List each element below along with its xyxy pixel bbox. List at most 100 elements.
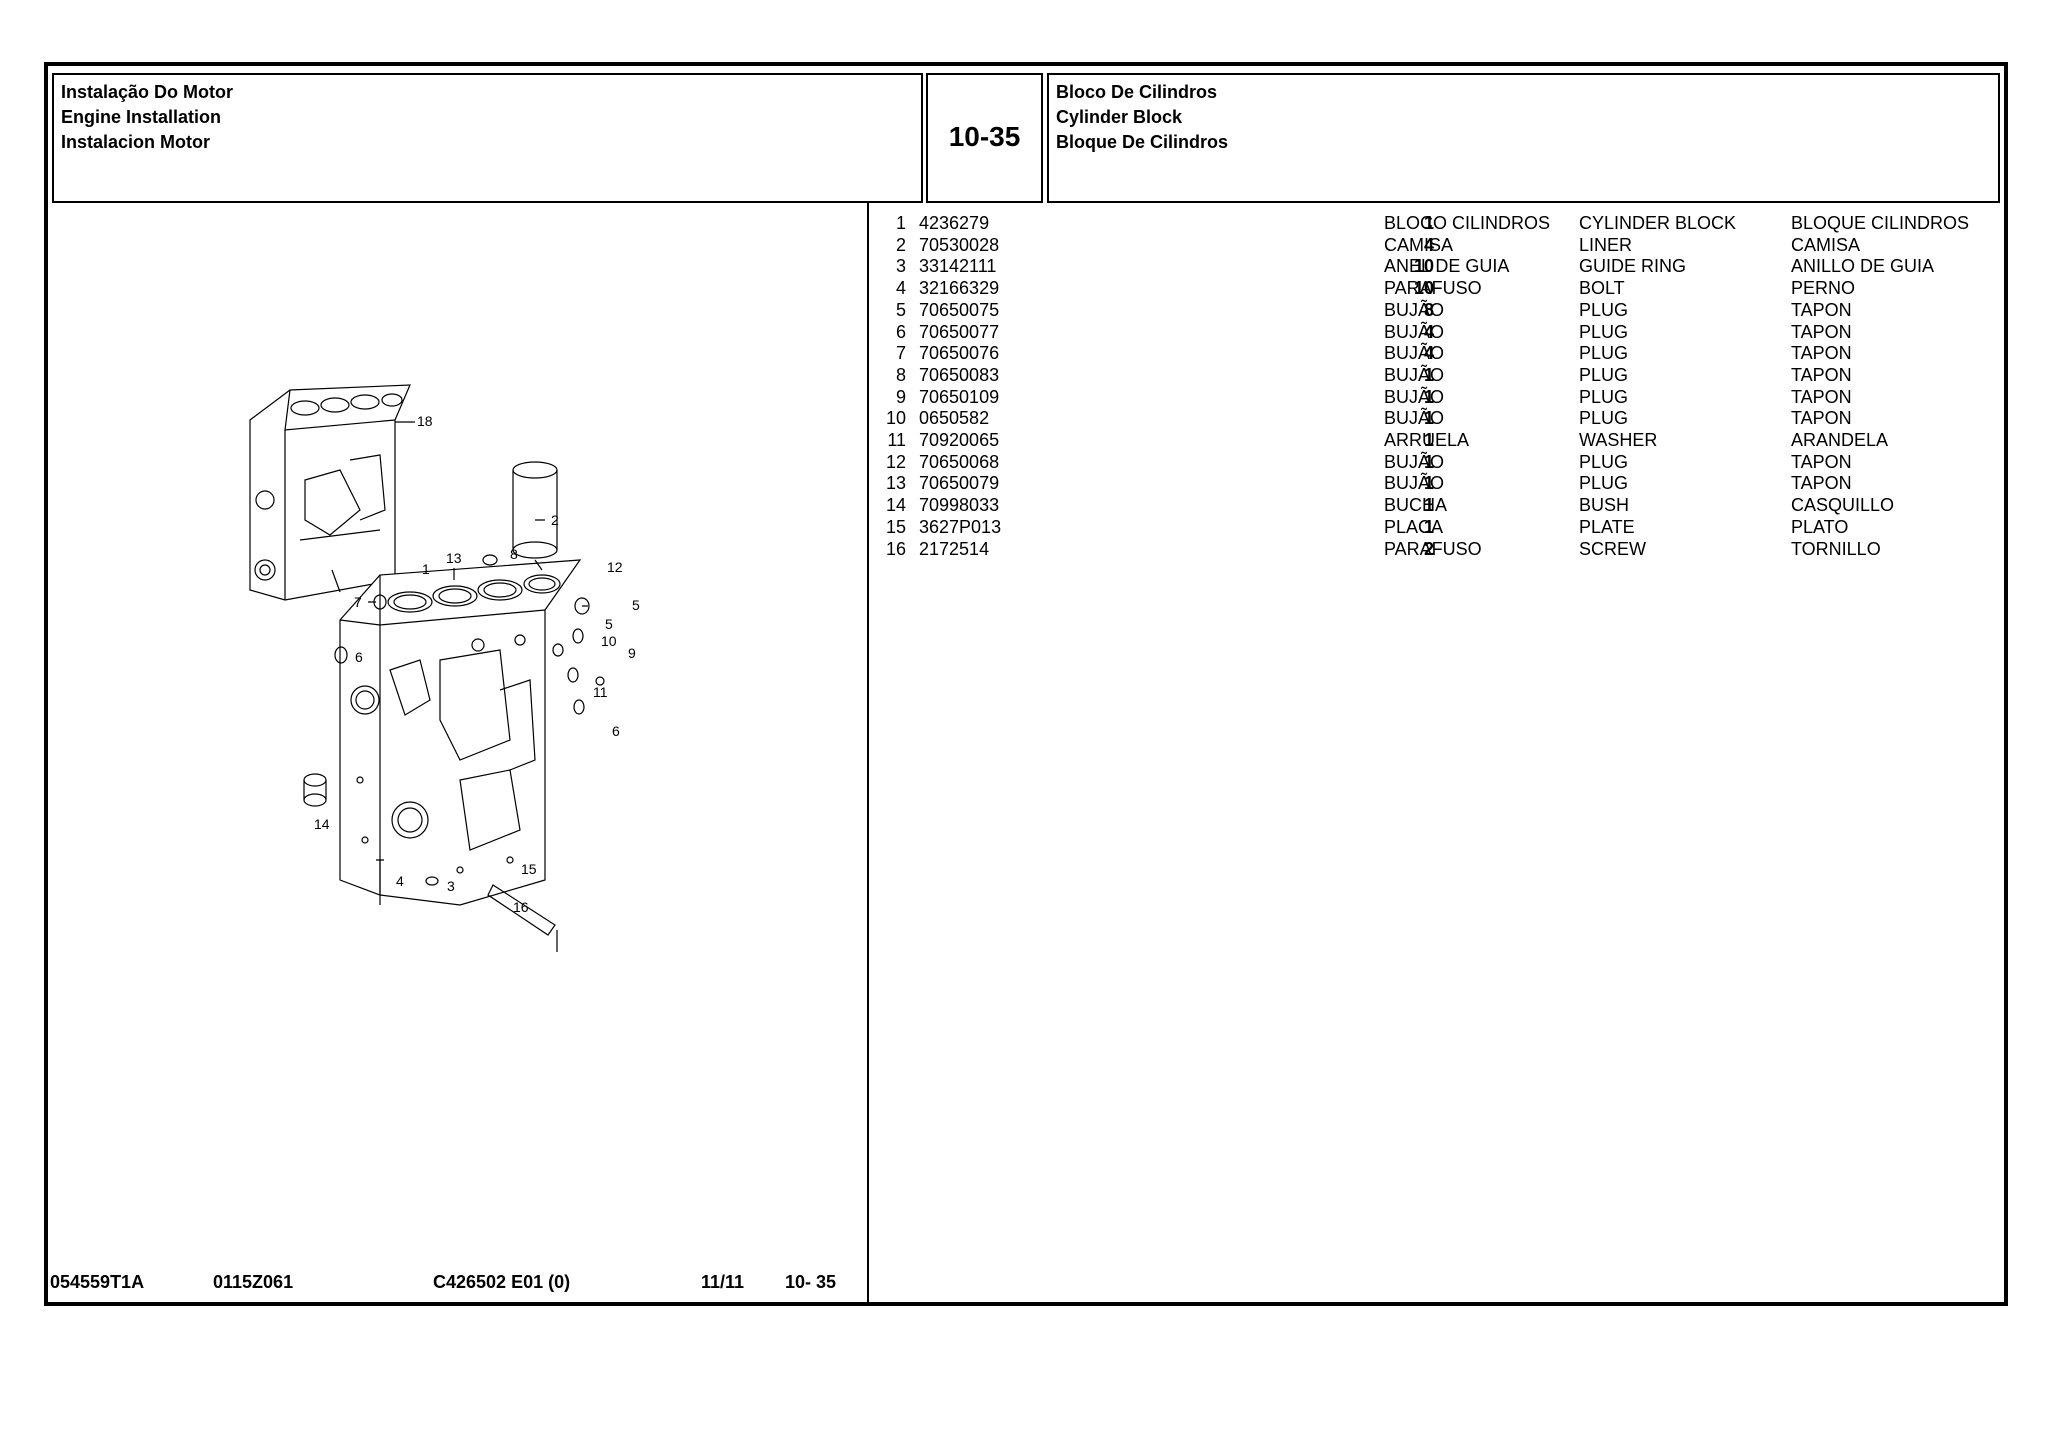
parts-row: 4 32166329 10 PARAFUSO BOLT PERNO	[884, 278, 1994, 300]
description-en: BOLT	[1579, 278, 1625, 299]
description-pt: PARAFUSO	[1384, 278, 1482, 299]
callout-15: 15	[521, 861, 537, 877]
group-title-es: Bloque De Cilindros	[1056, 132, 1229, 152]
description-es: TAPON	[1791, 321, 1852, 342]
item-number: 7	[895, 343, 906, 364]
quantity: 1	[1423, 408, 1434, 429]
description-es: PERNO	[1791, 278, 1856, 299]
description-en: PLUG	[1579, 473, 1629, 494]
description-en: WASHER	[1579, 430, 1658, 450]
callout-8: 8	[510, 546, 518, 562]
section-title-es: Instalacion Motor	[61, 132, 211, 152]
parts-row: 16 2172514 2 PARAFUSO SCREW TORNILLO	[884, 539, 1994, 561]
description-en: SCREW	[1579, 538, 1646, 559]
callout-18: 18	[417, 413, 433, 429]
group-header: Bloco De Cilindros Cylinder Block Bloque…	[1047, 73, 2000, 203]
description-pt: CAMISA	[1384, 234, 1454, 255]
description-pt: BLOCO CILINDROS	[1384, 213, 1551, 233]
description-en: GUIDE RING	[1579, 256, 1687, 277]
parts-row: 12 70650068 1 BUJÃO PLUG TAPON	[884, 452, 1994, 474]
parts-row: 15 3627P013 1 PLACA PLATE PLATO	[884, 517, 1994, 539]
parts-row: 10 0650582 1 BUJÃO PLUG TAPON	[884, 408, 1994, 430]
callout-14: 14	[314, 816, 330, 832]
plug-8-drawing	[482, 554, 498, 566]
item-number: 10	[885, 408, 906, 429]
quantity: 8	[1423, 299, 1434, 320]
quantity: 4	[1423, 321, 1434, 342]
callout-7: 7	[354, 594, 362, 610]
part-number: 70650076	[919, 343, 1000, 364]
plug-6b-drawing	[573, 699, 585, 715]
description-en: PLUG	[1579, 451, 1629, 472]
quantity: 1	[1423, 451, 1434, 472]
column-divider	[867, 203, 869, 1302]
description-es: ARANDELA	[1791, 430, 1889, 450]
parts-row: 14 70998033 1 BUCHA BUSH CASQUILLO	[884, 495, 1994, 517]
callout-2: 2	[551, 512, 559, 528]
plug-9-drawing	[595, 676, 605, 686]
callout-1: 1	[422, 561, 430, 577]
quantity: 4	[1423, 343, 1434, 364]
item-number: 11	[887, 430, 906, 450]
callout-11: 11	[593, 684, 608, 700]
description-pt: BUJÃO	[1384, 343, 1445, 364]
item-number: 12	[885, 451, 906, 472]
callout-6a: 6	[355, 649, 363, 665]
quantity: 1	[1423, 430, 1434, 450]
cylinder-block-drawing	[339, 559, 582, 906]
part-number: 32166329	[919, 278, 1000, 299]
parts-row: 7 70650076 4 BUJÃO PLUG TAPON	[884, 343, 1994, 365]
item-number: 14	[885, 495, 906, 516]
item-number: 1	[895, 213, 906, 233]
callout-5b: 5	[605, 616, 613, 632]
item-number: 2	[895, 234, 906, 255]
item-number: 8	[895, 364, 906, 385]
part-number: 70920065	[919, 430, 1000, 450]
parts-row: 1 4236279 1 BLOCO CILINDROS CYLINDER BLO…	[884, 213, 1994, 235]
part-number: 3627P013	[919, 516, 1002, 537]
description-en: LINER	[1579, 234, 1633, 255]
item-number: 5	[895, 299, 906, 320]
part-number: 4236279	[919, 213, 990, 233]
description-en: PLUG	[1579, 386, 1629, 407]
description-pt: ANEL DE GUIA	[1384, 256, 1510, 277]
footer-page: 11/11	[701, 1272, 745, 1292]
callout-4: 4	[396, 873, 404, 889]
plug-5b-drawing	[572, 628, 584, 644]
description-en: CYLINDER BLOCK	[1579, 213, 1737, 233]
item-number: 6	[895, 321, 906, 342]
description-es: TAPON	[1791, 451, 1852, 472]
description-en: PLATE	[1579, 516, 1635, 537]
description-es: TAPON	[1791, 364, 1852, 385]
part-number: 70998033	[919, 495, 1000, 516]
description-es: TAPON	[1791, 408, 1852, 429]
part-number: 70530028	[919, 234, 1000, 255]
item-number: 3	[895, 256, 906, 277]
washer-11-drawing	[567, 667, 579, 683]
group-title-en: Cylinder Block	[1056, 107, 1183, 127]
description-es: CASQUILLO	[1791, 495, 1895, 516]
part-number: 70650079	[919, 473, 1000, 494]
description-es: CAMISA	[1791, 234, 1861, 255]
callout-12: 12	[607, 559, 623, 575]
description-en: BUSH	[1579, 495, 1630, 516]
page-frame	[44, 62, 2008, 1306]
plate-drawing	[487, 884, 556, 936]
plug-5a-drawing	[574, 597, 590, 615]
liner-drawing	[512, 461, 558, 559]
parts-row: 13 70650079 1 BUJÃO PLUG TAPON	[884, 473, 1994, 495]
quantity: 1	[1423, 213, 1434, 233]
footer-edition: C426502 E01 (0)	[433, 1272, 571, 1292]
parts-row: 9 70650109 1 BUJÃO PLUG TAPON	[884, 387, 1994, 409]
description-pt: BUCHA	[1384, 495, 1448, 516]
bolt-drawing	[376, 859, 384, 905]
description-es: BLOQUE CILINDROS	[1791, 213, 1970, 233]
description-es: ANILLO DE GUIA	[1791, 256, 1935, 277]
parts-row: 2 70530028 4 CAMISA LINER CAMISA	[884, 235, 1994, 257]
callout-9: 9	[628, 645, 636, 661]
item-number: 15	[885, 516, 906, 537]
description-pt: PLACA	[1384, 516, 1444, 537]
parts-row: 11 70920065 1 ARRUELA WASHER ARANDELA	[884, 430, 1994, 452]
part-number: 70650109	[919, 386, 1000, 407]
description-en: PLUG	[1579, 364, 1629, 385]
